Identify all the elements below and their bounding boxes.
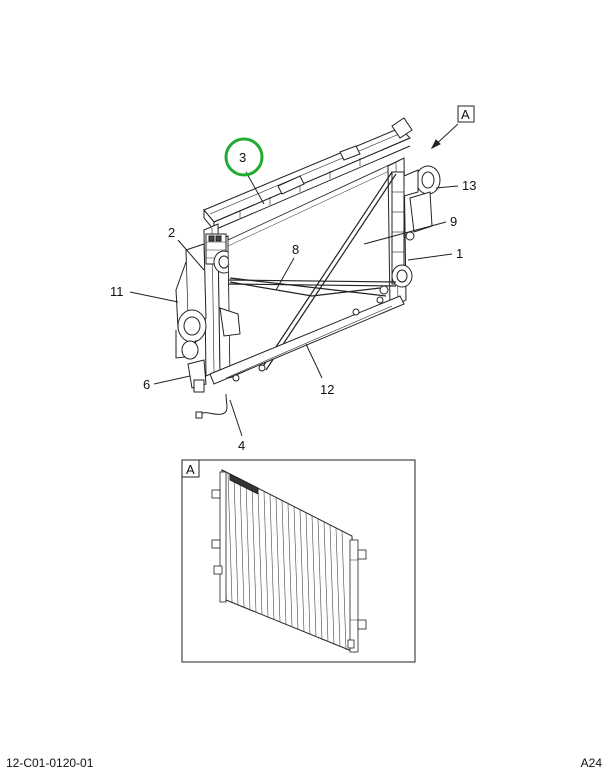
callout-3-highlight-ring — [224, 137, 264, 177]
callout-11: 11 — [110, 284, 124, 299]
diagonal-braces — [227, 171, 397, 371]
leader-lines — [129, 123, 459, 597]
callout-2: 2 — [168, 225, 175, 240]
callout-13: 13 — [462, 178, 476, 193]
drawing-number: 12-C01-0120-01 — [6, 756, 94, 770]
condenser-fins — [227, 473, 347, 651]
right-upright — [379, 157, 441, 309]
left-components — [175, 243, 241, 419]
condenser — [211, 469, 367, 653]
callout-9: 9 — [450, 214, 457, 229]
callout-8: 8 — [292, 242, 299, 257]
page-number: A24 — [580, 756, 602, 770]
callout-1: 1 — [456, 246, 463, 261]
top-channel — [203, 117, 413, 232]
callout-12: 12 — [320, 382, 334, 397]
callout-3: 3 — [239, 150, 246, 165]
view-label-detail-text: A — [186, 462, 195, 477]
callout-6: 6 — [143, 377, 150, 392]
main-assembly — [175, 117, 441, 419]
callout-4: 4 — [238, 438, 245, 453]
detail-view-a: A — [181, 459, 416, 663]
view-label-main-text: A — [461, 107, 470, 122]
view-label-main: A — [457, 105, 475, 123]
bottom-channel — [209, 295, 405, 385]
